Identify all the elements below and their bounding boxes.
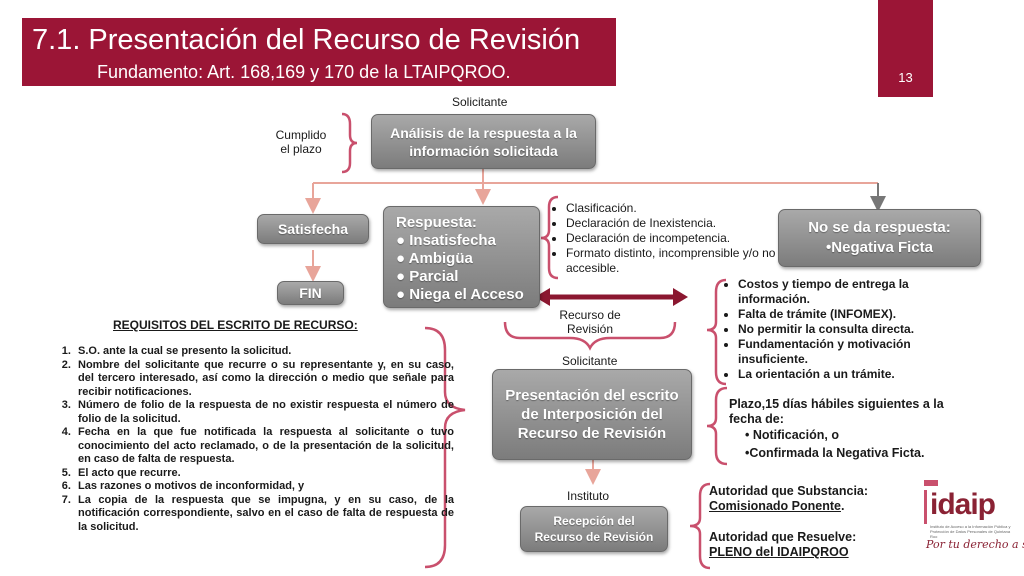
recepcion-box: Recepción del Recurso de Revisión: [520, 506, 668, 552]
requisito-item: Las razones o motivos de inconformidad, …: [74, 480, 454, 494]
requisito-item: La copia de la respuesta que se impugna,…: [74, 494, 454, 535]
plazo-item2: •Confirmada la Negativa Ficta.: [745, 446, 925, 460]
double-arrow-right-head: [673, 288, 688, 306]
bullet-inexistencia: Declaración de Inexistencia.: [566, 216, 791, 231]
logo-small-text: Instituto de Acceso a la Información Púb…: [930, 524, 1011, 539]
brace-requisitos: [424, 326, 466, 569]
plazo-text: Plazo,15 días hábiles siguientes a la fe…: [729, 397, 969, 461]
satisfecha-box: Satisfecha: [257, 214, 369, 244]
autoridad-substancia-row: Comisionado Ponente.: [709, 499, 868, 514]
logo-mark: [924, 480, 938, 486]
slide-title: 7.1. Presentación del Recurso de Revisió…: [32, 24, 581, 56]
respuesta-title: Respuesta:: [396, 214, 477, 231]
brace-respuesta-bullets: [540, 195, 559, 280]
analisis-box: Análisis de la respuesta a la informació…: [371, 114, 596, 169]
brace-autoridad: [689, 482, 711, 570]
autoridad-resuelve-value: PLENO del IDAIPQROO: [709, 545, 849, 559]
respuesta-item-niega: ● Niega el Acceso: [396, 286, 524, 303]
bullet-fundamentacion: Fundamentación y motivación insuficiente…: [738, 337, 963, 367]
autoridad-substancia-value: Comisionado Ponente: [709, 499, 841, 513]
label-recurso-line1: Recurso de: [559, 308, 621, 322]
requisito-item: S.O. ante la cual se presento la solicit…: [74, 345, 454, 359]
autoridad-text: Autoridad que Substancia: Comisionado Po…: [709, 484, 868, 560]
respuesta-item-insatisfecha: ● Insatisfecha: [396, 232, 496, 249]
analisis-line2: información solicitada: [409, 142, 558, 159]
bullet-clasificacion: Clasificación.: [566, 201, 791, 216]
presentacion-line1: Presentación del escrito: [505, 387, 679, 404]
bullet-falta-tramite: Falta de trámite (INFOMEX).: [738, 307, 963, 322]
fin-box: FIN: [277, 281, 344, 305]
plazo-item1: • Notificación, o: [745, 428, 839, 442]
bullet-orientacion: La orientación a un trámite.: [738, 367, 963, 382]
label-solicitante-top: Solicitante: [452, 95, 508, 109]
page-number: 13: [898, 70, 913, 85]
no-respuesta-box: No se da respuesta: •Negativa Ficta: [778, 209, 981, 267]
respuesta-bullet-list: Clasificación. Declaración de Inexistenc…: [550, 201, 791, 276]
plazo-line1: Plazo,15 días hábiles siguientes a la: [729, 397, 944, 411]
recepcion-line1: Recepción del: [553, 514, 635, 528]
respuesta-item-parcial: ● Parcial: [396, 268, 459, 285]
no-respuesta-line1: No se da respuesta:: [808, 219, 951, 236]
idaip-logo: idaip Instituto de Acceso a la Informaci…: [922, 476, 1024, 570]
autoridad-substancia-period: .: [840, 499, 845, 513]
requisito-item: Número de folio de la respuesta de no ex…: [74, 399, 454, 426]
label-cumplido-line2: el plazo: [280, 142, 322, 156]
respuesta-item-ambigua: ● Ambigüa: [396, 250, 473, 267]
presentacion-box: Presentación del escrito de Interposició…: [492, 369, 692, 460]
presentacion-line2: de Interposición del: [521, 406, 663, 423]
brace-cumplido: [341, 112, 358, 174]
requisitos-title: REQUISITOS DEL ESCRITO DE RECURSO:: [113, 318, 358, 332]
causas-bullet-list: Costos y tiempo de entrega la informació…: [722, 277, 963, 382]
brace-causas: [706, 278, 727, 386]
label-solicitante-mid: Solicitante: [562, 354, 618, 368]
autoridad-substancia-label: Autoridad que Substancia:: [709, 484, 869, 498]
logo-mark-bar: [924, 490, 927, 524]
no-respuesta-line2: •Negativa Ficta: [826, 239, 933, 256]
requisito-item: Nombre del solicitante que recurre o su …: [74, 359, 454, 400]
label-recurso-line2: Revisión: [566, 322, 614, 336]
requisitos-list: S.O. ante la cual se presento la solicit…: [40, 345, 454, 534]
bullet-consulta-directa: No permitir la consulta directa.: [738, 322, 963, 337]
plazo-line2: fecha de:: [729, 412, 784, 426]
double-arrow-left-head: [535, 288, 550, 306]
bullet-formato: Formato distinto, incomprensible y/o no …: [566, 246, 791, 276]
recepcion-line2: Recurso de Revisión: [534, 530, 654, 544]
label-instituto: Instituto: [567, 489, 610, 503]
presentacion-line3: Recurso de Revisión: [517, 425, 667, 442]
requisito-item: Fecha en la que fue notificada la respue…: [74, 426, 454, 467]
page-number-tab: 13: [878, 0, 933, 97]
label-cumplido-line1: Cumplido: [275, 128, 327, 142]
logo-slogan: Por tu derecho a saber: [926, 538, 1024, 551]
brace-plazo: [706, 386, 728, 466]
slide-subtitle: Fundamento: Art. 168,169 y 170 de la LTA…: [97, 62, 511, 82]
label-cumplido: Cumplido el plazo: [270, 128, 332, 156]
label-recurso: Recurso de Revisión: [550, 308, 630, 336]
logo-wordmark: idaip: [930, 488, 996, 521]
bullet-costos: Costos y tiempo de entrega la informació…: [738, 277, 963, 307]
title-banner: 7.1. Presentación del Recurso de Revisió…: [22, 18, 616, 86]
autoridad-resuelve-label: Autoridad que Resuelve:: [709, 530, 857, 544]
brace-recurso: [503, 321, 677, 351]
requisito-item: El acto que recurre.: [74, 467, 454, 481]
respuesta-box: Respuesta: ● Insatisfecha ● Ambigüa ● Pa…: [383, 206, 540, 308]
bullet-incompetencia: Declaración de incompetencia.: [566, 231, 791, 246]
analisis-line1: Análisis de la respuesta a la: [390, 124, 577, 141]
